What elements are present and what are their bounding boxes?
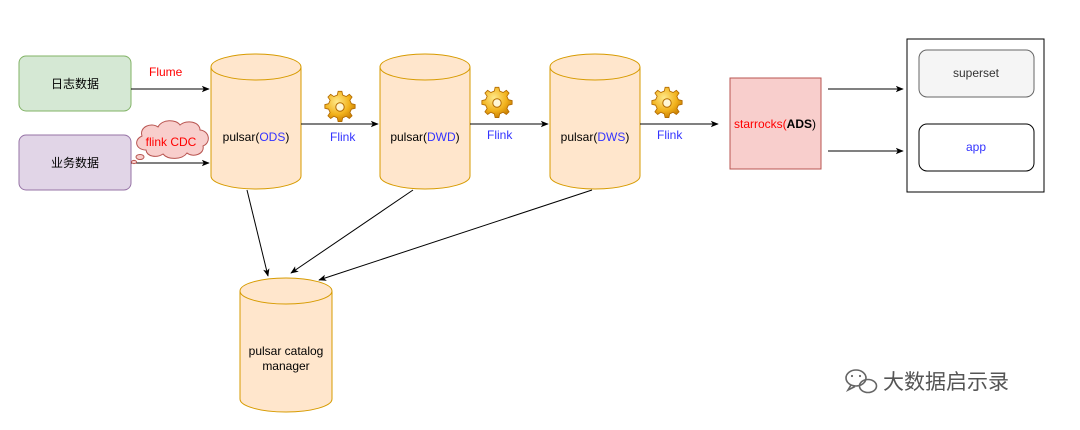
flink-label-3: Flink [657, 128, 683, 142]
superset-label: superset [953, 66, 1000, 80]
dwd-cylinder: pulsar(DWD) [379, 53, 471, 190]
catalog-cylinder-body [239, 291, 333, 413]
catalog-label-line2: manager [262, 359, 309, 373]
cloud-tail-big [135, 154, 145, 160]
edge-dws-to-catalog [318, 189, 593, 281]
ads-node: starrocks(ADS) [729, 77, 822, 170]
log-data-node: 日志数据 [18, 55, 132, 112]
ods-cylinder-body [210, 67, 302, 190]
consumers-container: superset app [906, 38, 1045, 193]
business-data-node: 业务数据 [18, 134, 132, 191]
gear-icon [324, 90, 356, 123]
gear-icon [651, 86, 683, 119]
dwd-cylinder-body [379, 67, 471, 190]
cloud-tail-small [131, 159, 137, 165]
flink-cdc-cloud: flink CDC [131, 120, 209, 165]
ads-box [729, 77, 822, 170]
catalog-cylinder-top [239, 277, 333, 305]
edge-dwd-to-catalog [290, 189, 414, 274]
watermark-text: 大数据启示录 [883, 370, 1009, 394]
flink-cdc-label: flink CDC [146, 135, 197, 149]
flink-label-1: Flink [330, 130, 356, 144]
dws-cylinder: pulsar(DWS) [549, 53, 641, 190]
dws-label: pulsar(DWS) [561, 130, 630, 144]
flink-label-2: Flink [487, 128, 513, 142]
catalog-label-line1: pulsar catalog [249, 344, 324, 358]
edge-ods-to-catalog [246, 189, 270, 277]
dwd-cylinder-top [379, 53, 471, 81]
cloud-callout [136, 120, 209, 159]
dwd-label: pulsar(DWD) [390, 130, 459, 144]
ods-label: pulsar(ODS) [223, 130, 290, 144]
log-data-label: 日志数据 [51, 76, 99, 91]
business-data-label: 业务数据 [51, 155, 99, 170]
dws-cylinder-top [549, 53, 641, 81]
ads-label: starrocks(ADS) [734, 117, 816, 131]
app-box [918, 123, 1035, 172]
app-label: app [966, 140, 986, 154]
gear-icon [481, 86, 513, 119]
superset-box [918, 49, 1035, 98]
dws-cylinder-body [549, 67, 641, 190]
wechat-icon [845, 369, 878, 394]
flume-label: Flume [149, 65, 183, 79]
ods-cylinder: pulsar(ODS) [210, 53, 302, 190]
log-data-box [18, 55, 132, 112]
catalog-cylinder: pulsar catalog manager [239, 277, 333, 413]
ods-cylinder-top [210, 53, 302, 81]
watermark: 大数据启示录 [845, 369, 1009, 394]
